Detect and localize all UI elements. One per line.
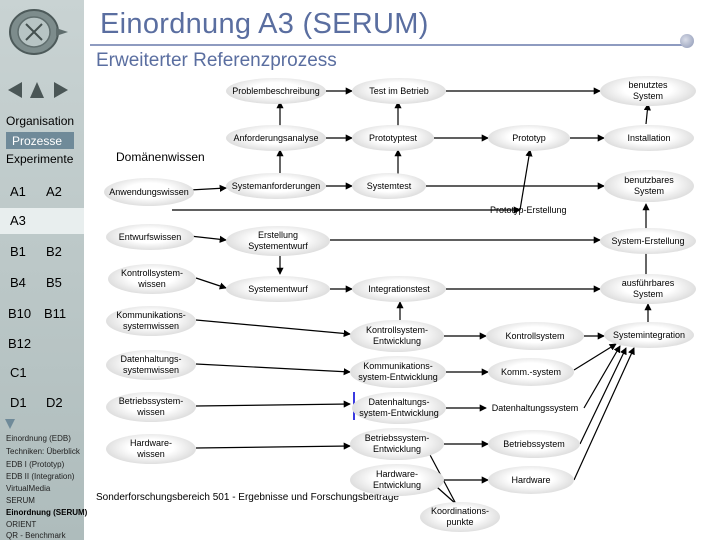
nav-d2[interactable]: D2 [46,395,63,410]
nav-organisation[interactable]: Organisation [6,114,75,128]
link-edb-1[interactable]: EDB I (Prototyp) [6,460,65,469]
nav-highlight [6,132,74,149]
link-edb-2[interactable]: EDB II (Integration) [6,472,75,481]
nav-a2[interactable]: A2 [46,184,62,199]
link-einordnung-edb[interactable]: Einordnung (EDB) [6,434,71,443]
link-techniken[interactable]: Techniken: Überblick [6,447,80,456]
node-hardwarewissen: Hardware-wissen [106,434,196,464]
down-arrow-icon[interactable] [4,418,16,430]
title-rule [90,44,690,46]
node-anwendungswissen: Anwendungswissen [104,178,194,206]
node-koordinationspunkte: Koordinations-punkte [420,502,500,532]
link-qr-benchmark[interactable]: QR - Benchmark [6,531,66,540]
up-arrow-icon[interactable] [28,80,46,100]
node-test-im-betrieb: Test im Betrieb [352,78,446,104]
link-einordnung-serum[interactable]: Einordnung (SERUM) [6,508,88,517]
node-datenhaltungssystemwissen: Datenhaltungs-systemwissen [106,350,196,380]
node-kontrollsystem-entwicklung: Kontrollsystem-Entwicklung [350,320,444,352]
node-datenhaltungssystem: Datenhaltungssystem [491,402,579,413]
node-betriebssystem-entwicklung: Betriebssystem-Entwicklung [350,428,444,460]
nav-d1[interactable]: D1 [10,395,27,410]
node-benutztes-system: benutztes System [600,76,696,106]
node-kontrollsystem: Kontrollsystem [486,322,584,350]
prev-arrow-icon[interactable] [6,80,24,100]
node-kommunikationssystem-entwicklung: Kommunikations-system-Entwicklung [350,356,446,388]
node-hardware-entwicklung: Hardware-Entwicklung [350,464,444,496]
nav-b10[interactable]: B10 [8,306,32,321]
nav-b1[interactable]: B1 [10,244,26,259]
nav-prozesse[interactable]: Prozesse [12,134,63,148]
node-erstellung-systementwurf: Erstellung Systementwurf [226,226,330,256]
prototyp-erstellung-label: Prototyp-Erstellung [490,205,567,215]
page-subtitle: Erweiterter Referenzprozess [96,50,337,71]
node-system-erstellung: System-Erstellung [600,228,696,254]
node-ausfuehrbares-system: ausführbares System [600,274,696,304]
logo-icon [9,9,68,55]
node-anforderungsanalyse: Anforderungsanalyse [226,125,326,151]
node-prototyp: Prototyp [488,125,570,151]
node-datenhaltungssystem-entwicklung: Datenhaltungs-system-Entwicklung [352,392,446,424]
node-systemtest: Systemtest [352,173,426,199]
node-systemintegration: Systemintegration [604,322,694,348]
node-systemanforderungen: Systemanforderungen [226,173,326,199]
nav-experimente[interactable]: Experimente [6,152,74,166]
nav-a3[interactable]: A3 [10,213,26,228]
sidebar: Organisation Prozesse Experimente A1 A2 … [0,0,88,540]
nav-a1[interactable]: A1 [10,184,26,199]
node-installation: Installation [604,125,694,151]
link-virtualmedia[interactable]: VirtualMedia [6,484,51,493]
nav-c1[interactable]: C1 [10,365,27,380]
node-integrationstest: Integrationstest [352,276,446,302]
domain-knowledge-label: Domänenwissen [116,150,205,164]
node-betriebssystemwissen: Betriebssystem-wissen [106,392,196,422]
nav-b5[interactable]: B5 [46,275,62,290]
nav-b2[interactable]: B2 [46,244,62,259]
node-benutzbares-system: benutzbares System [604,170,694,202]
node-komm-system: Komm.-system [488,358,574,386]
nav-b11[interactable]: B11 [44,306,67,321]
node-hardware: Hardware [488,466,574,494]
node-kontrollsystemwissen: Kontrollsystem-wissen [108,264,196,294]
link-orient[interactable]: ORIENT [6,520,37,529]
node-entwurfswissen: Entwurfswissen [106,224,194,250]
page-title: Einordnung A3 (SERUM) [100,8,429,40]
footer-text: Sonderforschungsbereich 501 - Ergebnisse… [96,492,399,503]
title-ornament-icon [680,34,694,48]
nav-b12[interactable]: B12 [8,336,32,351]
link-serum[interactable]: SERUM [6,496,35,505]
nav-b4[interactable]: B4 [10,275,26,290]
node-kommunikationssystemwissen: Kommunikations-systemwissen [106,306,196,336]
node-betriebssystem: Betriebssystem [488,430,580,458]
next-arrow-icon[interactable] [52,80,70,100]
nav-selected-row [0,208,84,234]
node-systementwurf: Systementwurf [226,276,330,302]
node-prototyptest: Prototyptest [352,125,434,151]
node-problembeschreibung: Problembeschreibung [226,78,326,104]
